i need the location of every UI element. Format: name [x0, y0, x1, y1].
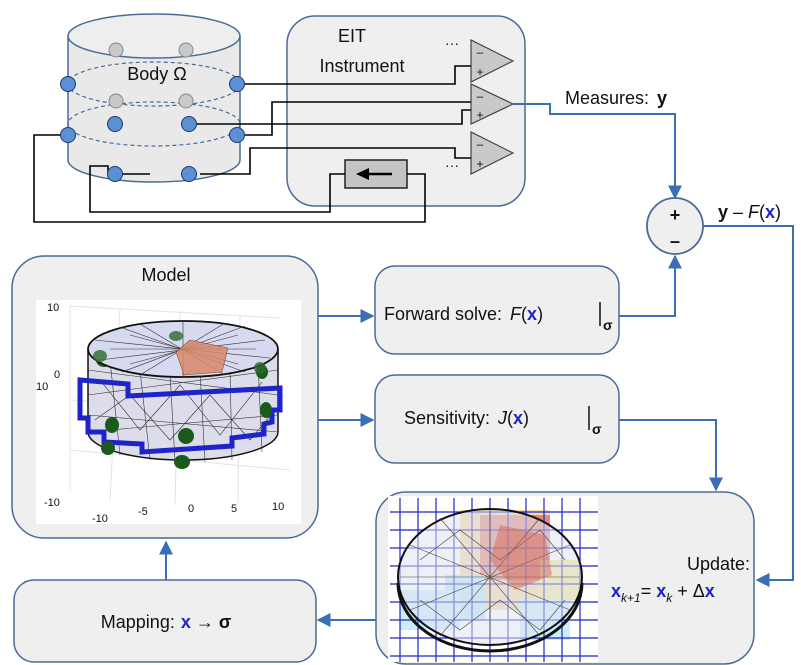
amplifier-2: – + — [470, 83, 515, 125]
current-source — [344, 159, 408, 189]
model-mesh-cylinder — [77, 320, 283, 469]
summing-junction: + – — [646, 197, 704, 255]
electrode — [229, 76, 245, 92]
svg-text:–: – — [477, 45, 484, 59]
amplifier-3: – + ··· — [445, 131, 515, 175]
sensitivity-sigma: σ — [592, 421, 602, 437]
svg-text:···: ··· — [445, 35, 459, 51]
tick-x-10: 10 — [272, 501, 284, 513]
tick-y-neg10: -10 — [44, 497, 60, 509]
electrode-back — [108, 93, 124, 109]
electrode — [181, 116, 197, 132]
svg-text:+: + — [476, 65, 483, 79]
tick-y-0: 0 — [54, 369, 60, 381]
model-axis-ticks: 10 0 -10 10 -10 -5 0 5 10 — [36, 302, 284, 525]
mapping-label: Mapping:x → σ — [101, 612, 231, 632]
amplifier-1: – + ··· — [445, 35, 515, 83]
tick-x-0: 0 — [188, 503, 194, 515]
tick-x-5: 5 — [231, 503, 237, 515]
tick-side-10: 10 — [36, 381, 48, 393]
svg-text:+: + — [670, 205, 681, 225]
sensitivity-label: Sensitivity:J(x) — [404, 408, 529, 428]
update-equation: xk+1= xk + Δx — [611, 581, 715, 605]
residual-label: y–F(x) — [718, 202, 781, 222]
electrode-wires — [33, 65, 471, 223]
electrode — [60, 127, 76, 143]
tick-x-neg5: -5 — [138, 506, 148, 518]
electrode — [181, 166, 197, 182]
electrode — [107, 116, 123, 132]
front-electrodes — [60, 76, 245, 182]
body-cylinder: Body Ω — [67, 13, 241, 183]
forward-solve-label: Forward solve:F(x) — [384, 304, 543, 324]
tick-x-neg10: -10 — [92, 513, 108, 525]
eit-instrument: EIT Instrument – + ··· – + – + ··· — [286, 15, 526, 207]
sensitivity-box: Sensitivity:J(x) σ — [374, 374, 620, 464]
instrument-title-line2: Instrument — [319, 56, 404, 76]
mapping-box: Mapping:x → σ — [13, 579, 317, 663]
forward-solve-box: Forward solve:F(x) σ — [374, 265, 620, 355]
instrument-title-line1: EIT — [338, 26, 366, 46]
svg-text:+: + — [476, 108, 483, 122]
residual-arrow — [703, 225, 794, 587]
forward-to-summer-arrow — [619, 254, 682, 317]
model-title: Model — [141, 265, 190, 285]
update-mesh-image — [388, 496, 598, 662]
body-label: Body Ω — [127, 64, 186, 84]
tick-y-10: 10 — [47, 302, 59, 314]
svg-text:+: + — [476, 157, 483, 171]
update-title: Update: — [687, 554, 750, 574]
electrode — [107, 166, 123, 182]
svg-text:–: – — [477, 89, 484, 103]
electrode — [229, 127, 245, 143]
electrode-back — [178, 93, 194, 109]
electrode-back — [178, 42, 194, 58]
measures-label: Measures:y — [565, 88, 667, 108]
svg-text:–: – — [477, 137, 484, 151]
svg-text:–: – — [670, 231, 680, 251]
model-panel: Model — [11, 255, 319, 539]
electrode — [60, 76, 76, 92]
measures-arrow — [513, 103, 682, 200]
forward-sigma: σ — [603, 317, 613, 333]
svg-text:···: ··· — [445, 157, 459, 173]
electrode-back — [108, 42, 124, 58]
update-panel: Update: xk+1= xk + Δx — [375, 491, 755, 665]
sensitivity-to-update-arrow — [619, 419, 723, 492]
